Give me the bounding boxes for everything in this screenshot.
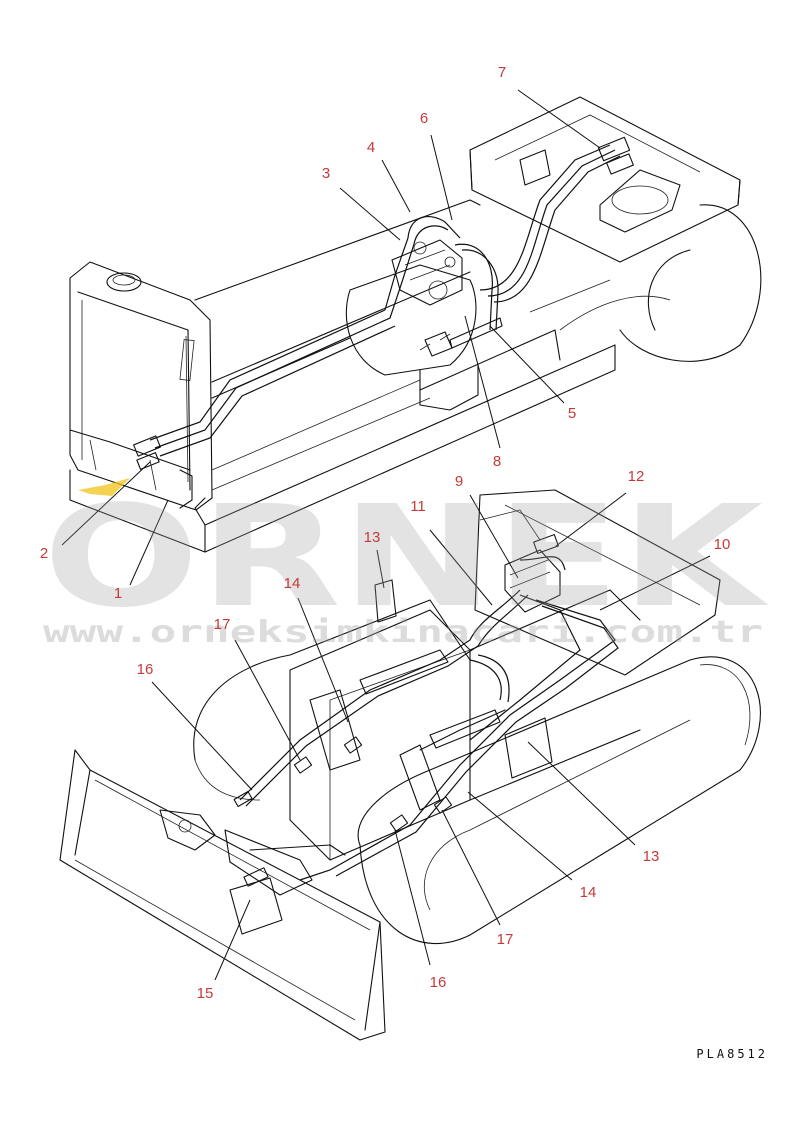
lower-hoses	[229, 556, 619, 935]
leader-8	[464, 315, 501, 449]
callout-13b: 13	[643, 848, 660, 865]
leader-3	[339, 187, 401, 241]
lower-assembly	[59, 489, 761, 1041]
leader-lines	[61, 89, 711, 981]
callout-2: 2	[40, 545, 48, 562]
callout-16b: 16	[430, 974, 447, 991]
callouts: 1 2 3 4 5 6 7 8 9 10 11 12 13 13 14 14 1…	[40, 64, 731, 1002]
leader-7	[517, 89, 601, 149]
callout-9: 9	[455, 473, 463, 490]
leader-5	[489, 325, 565, 404]
drawing-code: PLA8512	[696, 1047, 768, 1061]
upper-hoses	[133, 136, 634, 509]
callout-3: 3	[322, 165, 330, 182]
callout-1: 1	[114, 585, 122, 602]
lift-cylinders	[224, 649, 506, 896]
leader-16b	[394, 829, 431, 966]
track-right	[357, 656, 761, 944]
radiator	[69, 261, 213, 511]
leader-2	[61, 461, 151, 546]
leader-6	[430, 134, 453, 221]
watermark-url: www.orneksimkinacari.com.tr	[43, 615, 763, 650]
lower-frame	[289, 489, 721, 861]
leader-16a	[151, 681, 253, 791]
control-valve	[504, 534, 561, 613]
callout-12: 12	[628, 468, 645, 485]
callout-17b: 17	[497, 931, 514, 948]
watermark-brand: ORNEK	[43, 476, 769, 639]
leader-17b	[441, 809, 501, 926]
fuel-tank	[469, 96, 741, 263]
callout-17a: 17	[214, 616, 231, 633]
callout-15: 15	[197, 985, 214, 1002]
dozer-blade	[59, 749, 386, 1041]
leader-10	[599, 555, 711, 611]
leader-15	[214, 899, 251, 981]
leader-14a	[297, 597, 349, 723]
callout-16a: 16	[137, 661, 154, 678]
leader-13b	[527, 741, 636, 846]
callout-14b: 14	[580, 884, 597, 901]
callout-14a: 14	[284, 575, 301, 592]
leader-17a	[234, 639, 301, 761]
callout-7: 7	[498, 64, 506, 81]
leader-12	[555, 492, 627, 547]
track-end-upper	[529, 204, 762, 362]
callout-8: 8	[493, 453, 501, 470]
track-left	[193, 599, 471, 801]
callout-4: 4	[367, 139, 375, 156]
leader-11	[429, 529, 493, 606]
callout-11: 11	[410, 498, 426, 515]
leader-9	[469, 494, 519, 579]
callout-6: 6	[420, 110, 428, 127]
pump-assembly	[345, 239, 479, 411]
leader-13a	[376, 549, 385, 589]
callout-13a: 13	[364, 529, 381, 546]
accent-arrow	[78, 478, 130, 496]
leader-1	[129, 499, 169, 586]
leader-4	[381, 159, 411, 213]
upper-assembly	[69, 96, 762, 553]
leader-14b	[467, 791, 573, 881]
callout-5: 5	[568, 405, 576, 422]
callout-10: 10	[714, 536, 731, 553]
watermark: ORNEK www.orneksimkinacari.com.tr	[43, 476, 769, 650]
